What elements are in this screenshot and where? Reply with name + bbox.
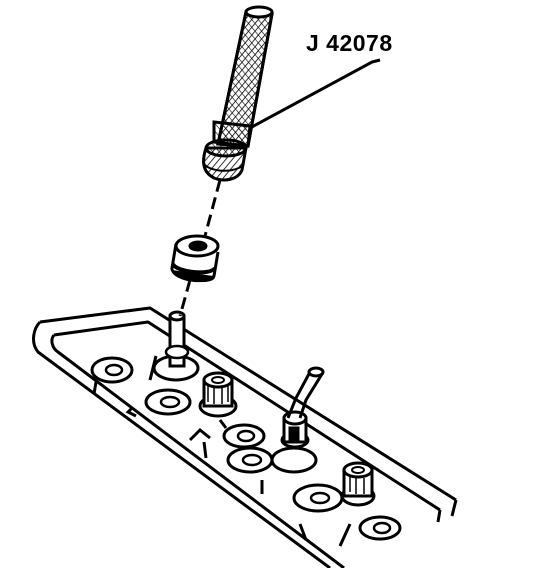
callout-leader [249, 58, 381, 130]
spring-seat-2 [144, 388, 192, 416]
head-inner-rail [53, 320, 441, 512]
valve-guide-3 [340, 461, 376, 507]
spring-seat-6 [358, 515, 402, 541]
spring-seat-4 [226, 446, 274, 474]
spring-seat-5 [292, 483, 344, 513]
valve-stem-seal [170, 234, 220, 283]
spring-seat-1 [90, 356, 134, 384]
spring-seats [90, 356, 402, 541]
head-top-rail [39, 306, 457, 502]
valve-stem-2 [270, 366, 325, 474]
tool-callout-label: J 42078 [306, 30, 393, 56]
spring-seat-3 [222, 423, 266, 449]
head-casting-lines [92, 355, 352, 547]
cylinder-head [32, 306, 458, 570]
head-inner-rail-left [50, 334, 345, 570]
alignment-axis [178, 179, 222, 317]
valve-guide-2 [198, 371, 238, 418]
head-outer-rail [32, 320, 331, 570]
valve-guide-1 [152, 310, 200, 382]
installer-tool [202, 5, 274, 182]
